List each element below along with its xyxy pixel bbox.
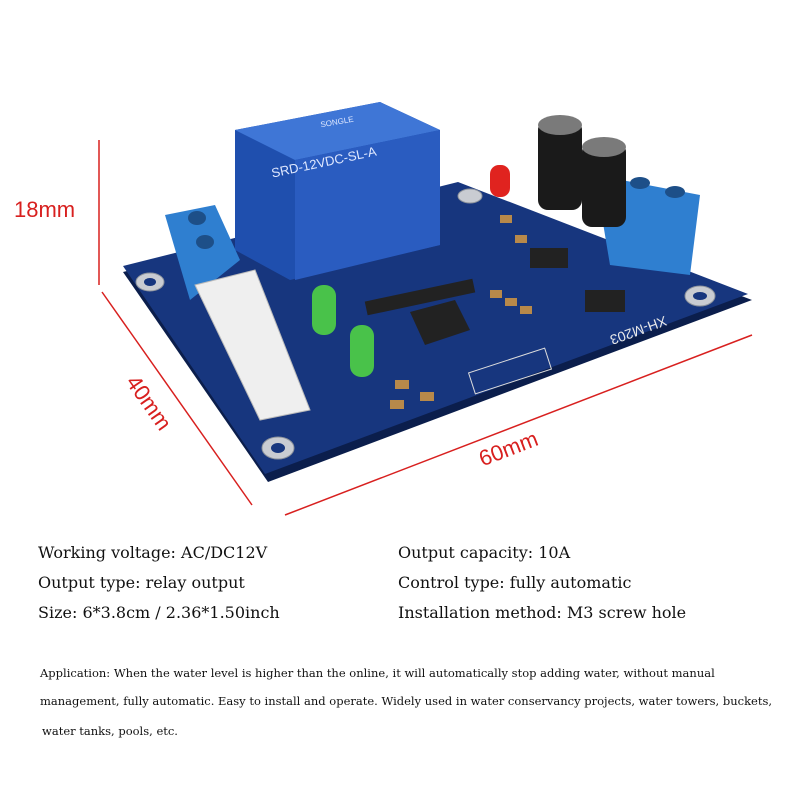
spec-size: Size: 6*3.8cm / 2.36*1.50inch [38, 603, 280, 622]
green-led-2 [350, 325, 374, 377]
length-dimension-line [284, 334, 753, 516]
relay-module-photo: XH-M203 SRD-12VDC-SL-A SONGLE [98, 102, 753, 516]
components [364, 248, 625, 345]
spec-installation-method: Installation method: M3 screw hole [398, 603, 687, 622]
width-dimension-line [101, 291, 253, 506]
leds [312, 165, 510, 377]
left-terminal-block [165, 205, 240, 300]
spec-working-voltage: Working voltage: AC/DC12V [38, 543, 268, 562]
application-line-2: management, fully automatic. Easy to ins… [40, 694, 773, 708]
application-line-1: Application: When the water level is hig… [40, 666, 715, 680]
spec-output-type: Output type: relay output [38, 573, 245, 592]
capacitors [538, 115, 626, 227]
relay: SRD-12VDC-SL-A SONGLE [235, 102, 440, 280]
mounting-holes [135, 188, 716, 460]
white-connector [194, 269, 311, 421]
header-pads [467, 347, 553, 395]
smd-parts [390, 215, 532, 409]
application-line-3: water tanks, pools, etc. [42, 724, 178, 738]
red-led [490, 165, 510, 197]
height-dimension-label: 18mm [14, 197, 76, 222]
spec-control-type: Control type: fully automatic [398, 573, 632, 592]
spec-output-capacity: Output capacity: 10A [398, 543, 571, 562]
dimension-lines [98, 140, 753, 516]
green-led-1 [312, 285, 336, 335]
